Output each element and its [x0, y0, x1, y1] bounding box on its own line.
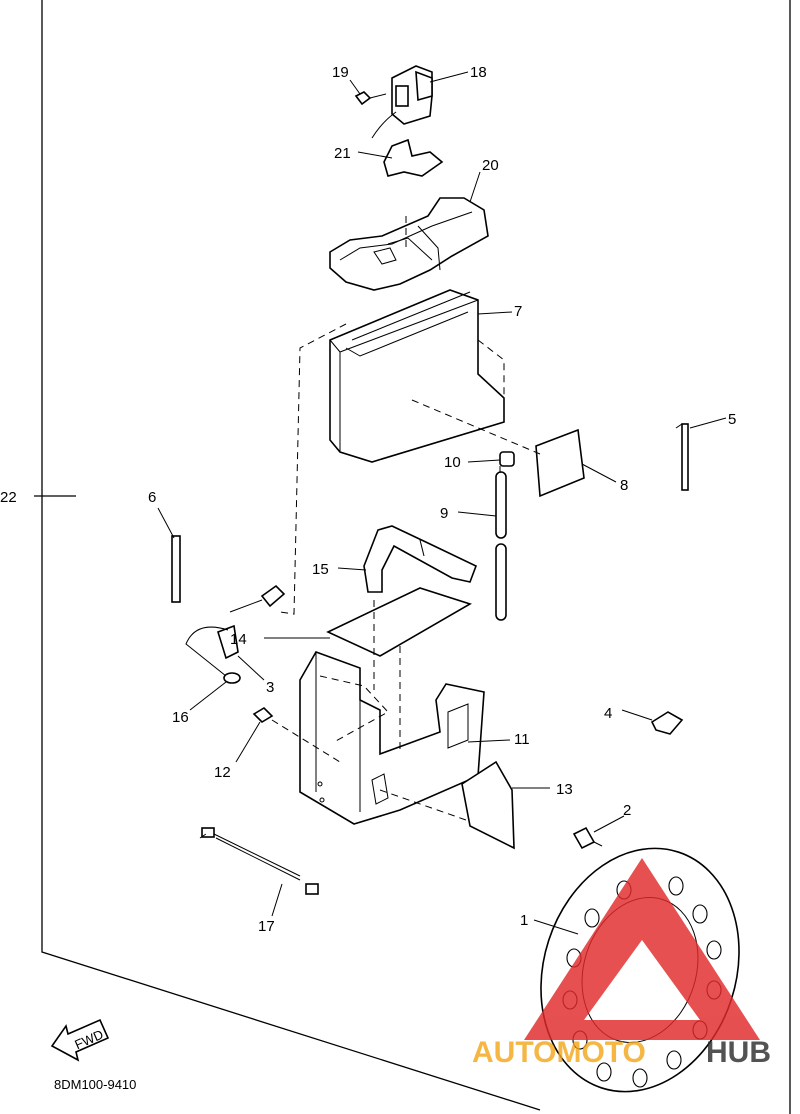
part-case-plate — [461, 760, 515, 850]
callout-20: 20 — [482, 157, 499, 174]
assembly-guide-lines — [199, 216, 541, 839]
assembly-frame — [34, 0, 791, 1114]
callout-12: 12 — [214, 764, 231, 781]
callout-16: 16 — [172, 709, 189, 726]
part-relay-bracket — [383, 138, 444, 177]
part-breather-hose — [495, 471, 507, 621]
part-breather-cap — [499, 451, 515, 467]
callout-4: 4 — [604, 705, 612, 722]
callout-6: 6 — [148, 489, 156, 506]
part-relay — [371, 65, 433, 139]
callout-19: 19 — [332, 64, 349, 81]
part-battery-lead — [217, 584, 286, 660]
callout-11: 11 — [514, 731, 530, 748]
callout-3: 3 — [266, 679, 274, 696]
part-clip-pin-right — [675, 423, 689, 491]
callout-7: 7 — [514, 303, 522, 320]
callout-15: 15 — [312, 561, 329, 578]
leader-lines — [157, 71, 727, 935]
callout-1: 1 — [520, 912, 528, 929]
callout-10: 10 — [444, 454, 461, 471]
part-ground-wire — [185, 626, 241, 684]
watermark-logo: AUTOMOTO HUB — [472, 858, 771, 1069]
callout-9: 9 — [440, 505, 448, 522]
callout-2: 2 — [623, 802, 631, 819]
callout-22: 22 — [0, 489, 17, 506]
callout-5: 5 — [728, 411, 736, 428]
watermark-brand-b: HUB — [706, 1036, 771, 1069]
part-battery-cover — [329, 197, 489, 291]
part-battery-case — [299, 651, 485, 825]
part-lead-wire — [201, 827, 319, 895]
part-battery-band — [363, 525, 478, 593]
callout-21: 21 — [334, 145, 351, 162]
callout-13: 13 — [556, 781, 573, 798]
part-wire-clamp — [650, 711, 684, 735]
part-battery — [329, 289, 505, 463]
fwd-direction-arrow: FWD — [50, 1018, 110, 1062]
callout-14: 14 — [230, 631, 247, 648]
part-battery-pad — [326, 587, 472, 657]
watermark-brand-a: AUTOMOTO — [472, 1036, 646, 1069]
watermark-triangle-icon — [524, 858, 760, 1040]
part-bolt-case — [252, 706, 274, 724]
drawing-code: 8DM100-9410 — [54, 1077, 136, 1092]
callout-8: 8 — [620, 477, 628, 494]
part-bolt-small — [354, 91, 387, 106]
callout-labels: 22 1 2 3 4 5 6 7 8 9 10 11 12 13 14 15 1… — [0, 64, 736, 935]
part-clip-pin-left — [171, 535, 181, 603]
part-bolt-disc — [572, 826, 603, 850]
callout-17: 17 — [258, 918, 275, 935]
part-battery-label — [535, 428, 585, 498]
callout-18: 18 — [470, 64, 487, 81]
